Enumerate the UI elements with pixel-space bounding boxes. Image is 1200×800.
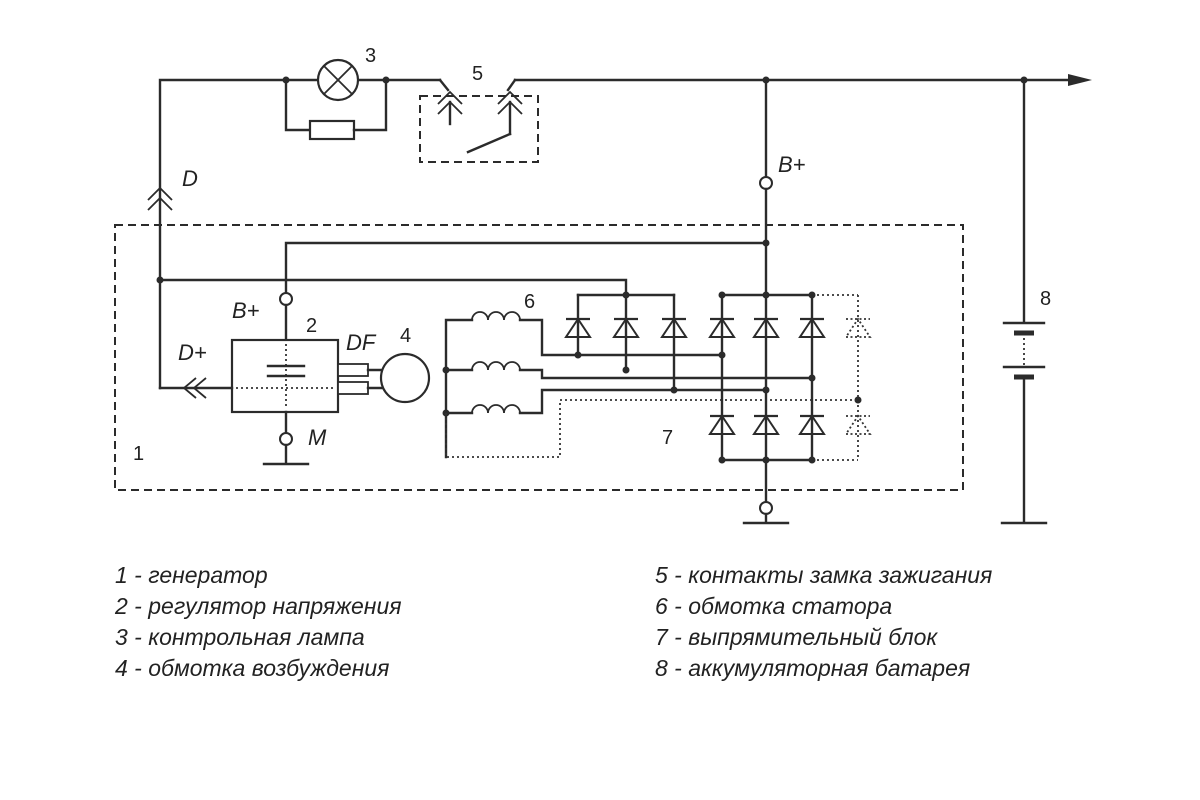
coil-3-icon	[471, 404, 521, 414]
label-1: 1	[133, 443, 144, 465]
field-winding: DF 4	[337, 325, 431, 404]
label-b-plus-top: B+	[778, 152, 806, 177]
d-connector: D	[147, 166, 198, 211]
ground-terminal	[742, 458, 790, 525]
label-6: 6	[524, 291, 535, 313]
stator-windings: 6	[442, 291, 858, 459]
legend-item: 6 - обмотка статора	[655, 593, 893, 619]
label-d: D	[182, 166, 198, 191]
coil-1-icon	[471, 311, 521, 321]
top-supply-wire	[158, 74, 1092, 282]
legend-item: 8 - аккумуляторная батарея	[655, 655, 971, 681]
output-arrow-icon	[1068, 74, 1092, 86]
legend-item: 1 - генератор	[115, 562, 268, 588]
coil-2-icon	[471, 361, 521, 371]
ignition-switch-contacts: 5	[419, 63, 539, 163]
switch-housing	[419, 95, 539, 163]
label-b-plus-regulator: B+	[232, 298, 260, 323]
exciter-diodes	[564, 291, 688, 394]
legend-item: 7 - выпрямительный блок	[655, 624, 938, 650]
generator-housing	[114, 224, 964, 491]
d-plus-input: D+	[158, 278, 234, 399]
label-5: 5	[472, 63, 483, 85]
label-2: 2	[306, 315, 317, 337]
label-d-plus: D+	[178, 340, 207, 365]
control-lamp: 3	[282, 45, 390, 141]
d-exciter-wire	[158, 278, 628, 295]
legend-left: 1 - генератор 2 - регулятор напряжения 3…	[115, 560, 402, 684]
b-plus-terminal: B+	[759, 76, 806, 297]
resistor-icon	[308, 119, 356, 141]
label-m: M	[308, 425, 327, 450]
label-3: 3	[365, 45, 376, 67]
regulator-supply-wire	[284, 241, 768, 295]
legend-right: 5 - контакты замка зажигания 6 - обмотка…	[655, 560, 992, 684]
rectifier-block: 7	[662, 291, 871, 464]
field-coil-icon	[379, 352, 431, 404]
legend-item: 4 - обмотка возбуждения	[115, 655, 390, 681]
regulator-b-plus-terminal	[279, 292, 293, 306]
legend-item: 3 - контрольная лампа	[115, 624, 365, 650]
label-df: DF	[346, 330, 377, 355]
legend-item: 5 - контакты замка зажигания	[655, 562, 993, 588]
label-4: 4	[400, 325, 411, 347]
label-7: 7	[662, 427, 673, 449]
battery: 8	[1000, 76, 1051, 525]
voltage-regulator: 2 M	[230, 303, 340, 466]
legend-item: 2 - регулятор напряжения	[115, 593, 402, 619]
label-8: 8	[1040, 288, 1051, 310]
switch-blade	[466, 132, 512, 154]
